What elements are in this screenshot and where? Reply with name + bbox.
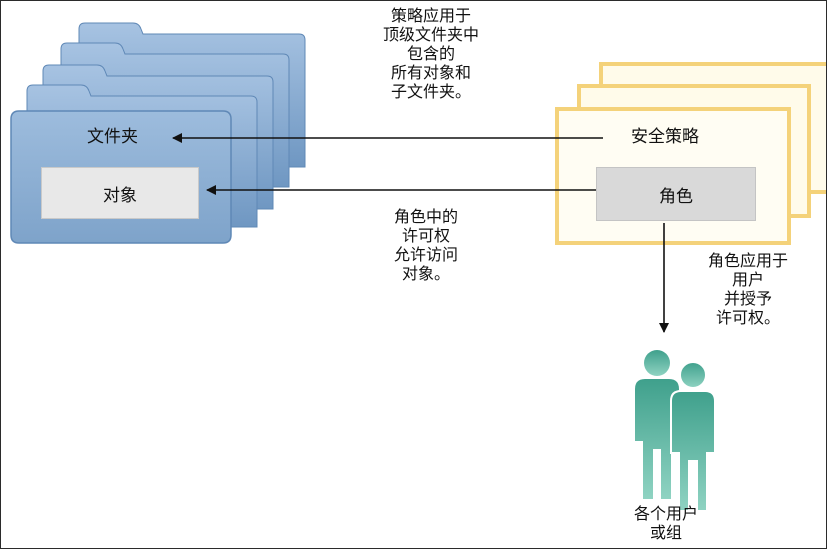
role-box: 角色 [596,167,756,221]
object-box: 对象 [41,167,199,219]
users-label: 各个用户 或组 [633,504,698,542]
folder-label: 文件夹 [87,127,138,147]
role-permissions-note: 角色中的 许可权 允许访问 对象。 [393,207,458,283]
role-label: 角色 [659,186,693,207]
policy-applies-note: 策略应用于 顶级文件夹中 包含的 所有对象和 子文件夹。 [382,6,479,101]
folder-stack-icon [10,22,306,244]
security-policy-label: 安全策略 [631,127,699,147]
users-group-icon [635,350,716,512]
object-label: 对象 [103,185,137,206]
role-applies-note: 角色应用于 用户 并授予 许可权。 [707,251,788,327]
